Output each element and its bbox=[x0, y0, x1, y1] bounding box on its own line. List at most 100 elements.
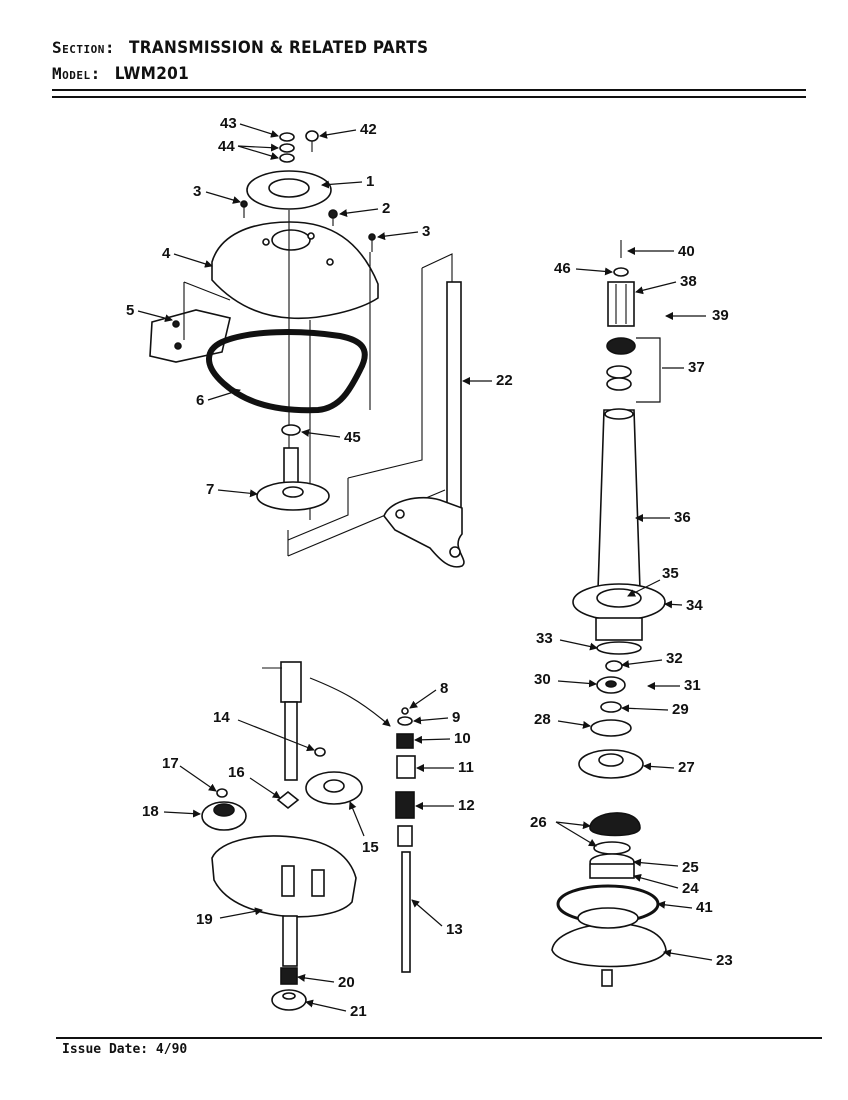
callout-16: 16 bbox=[228, 764, 281, 799]
callout-8-label: 8 bbox=[440, 680, 448, 697]
tub-support-assembly-art bbox=[551, 240, 667, 987]
callout-18-label: 18 bbox=[142, 803, 159, 820]
callout-30-label: 30 bbox=[534, 671, 551, 688]
callout-2-label: 2 bbox=[382, 200, 390, 217]
callout-26-label: 26 bbox=[530, 814, 547, 831]
callout-21-label: 21 bbox=[350, 1003, 367, 1020]
issue-date: Issue Date: 4/90 bbox=[62, 1042, 188, 1057]
callout-46: 46 bbox=[554, 260, 613, 277]
callout-43-label: 43 bbox=[220, 115, 237, 132]
callout-3b-label: 3 bbox=[422, 223, 430, 240]
callout-12: 12 bbox=[415, 797, 475, 814]
callout-19-label: 19 bbox=[196, 911, 213, 928]
callout-24: 24 bbox=[633, 873, 699, 897]
callout-35: 35 bbox=[627, 565, 679, 597]
callout-45: 45 bbox=[301, 428, 361, 446]
callout-32-label: 32 bbox=[666, 650, 683, 667]
callout-39: 39 bbox=[665, 307, 729, 324]
callout-1: 1 bbox=[321, 173, 374, 190]
callout-44-label: 44 bbox=[218, 138, 235, 155]
header-rule-lower bbox=[52, 96, 806, 98]
callout-18: 18 bbox=[142, 803, 201, 820]
model-label: Model: bbox=[52, 64, 101, 83]
callout-10-label: 10 bbox=[454, 730, 471, 747]
callout-41-label: 41 bbox=[696, 899, 713, 916]
callout-16-label: 16 bbox=[228, 764, 245, 781]
callout-42: 42 bbox=[319, 121, 377, 139]
callout-17: 17 bbox=[162, 755, 217, 792]
callout-11: 11 bbox=[416, 759, 474, 776]
gearcase-assembly-art bbox=[201, 661, 416, 1011]
callout-20-label: 20 bbox=[338, 974, 355, 991]
callout-31: 31 bbox=[647, 677, 701, 694]
callout-14: 14 bbox=[213, 709, 315, 752]
callout-24-label: 24 bbox=[682, 880, 699, 897]
callout-34-label: 34 bbox=[686, 597, 703, 614]
callout-44: 44 bbox=[218, 138, 279, 160]
callout-42-label: 42 bbox=[360, 121, 377, 138]
model-row: Model:LWM201 bbox=[52, 64, 189, 84]
callout-4: 4 bbox=[162, 245, 213, 268]
callout-32: 32 bbox=[621, 650, 683, 669]
callout-1-label: 1 bbox=[366, 173, 374, 190]
cover-assembly-art bbox=[149, 130, 465, 568]
callout-13: 13 bbox=[411, 899, 463, 938]
header-rule-upper bbox=[52, 89, 806, 91]
callout-37: 37 bbox=[662, 359, 705, 376]
callout-11-label: 11 bbox=[458, 759, 474, 776]
callout-15-label: 15 bbox=[362, 839, 379, 856]
callout-7-label: 7 bbox=[206, 481, 214, 498]
callout-36-label: 36 bbox=[674, 509, 691, 526]
callout-28-label: 28 bbox=[534, 711, 551, 728]
callout-31-label: 31 bbox=[684, 677, 701, 694]
section-title: TRANSMISSION & RELATED PARTS bbox=[129, 38, 429, 58]
callout-10: 10 bbox=[414, 730, 471, 747]
footer-rule bbox=[56, 1037, 822, 1039]
callout-15: 15 bbox=[348, 801, 379, 856]
callout-23: 23 bbox=[663, 949, 733, 969]
callout-27: 27 bbox=[643, 759, 695, 776]
callout-28: 28 bbox=[534, 711, 591, 729]
callout-17-label: 17 bbox=[162, 755, 179, 772]
callout-46-label: 46 bbox=[554, 260, 571, 277]
callout-21: 21 bbox=[305, 999, 367, 1020]
callout-25-label: 25 bbox=[682, 859, 699, 876]
callout-40-label: 40 bbox=[678, 243, 695, 260]
callout-5: 5 bbox=[126, 302, 173, 323]
callout-13-label: 13 bbox=[446, 921, 463, 938]
callout-33: 33 bbox=[536, 630, 598, 651]
callout-3b: 3 bbox=[377, 223, 430, 241]
part-callouts: 43 44 42 1 3 2 3 4 5 22 6 45 7 40 46 38 … bbox=[126, 115, 733, 1020]
callout-41: 41 bbox=[657, 899, 713, 916]
callout-22: 22 bbox=[462, 372, 513, 389]
callout-12-label: 12 bbox=[458, 797, 475, 814]
callout-8: 8 bbox=[409, 680, 448, 709]
callout-3a: 3 bbox=[193, 183, 241, 204]
callout-26: 26 bbox=[530, 814, 597, 847]
callout-20: 20 bbox=[297, 974, 355, 991]
callout-34: 34 bbox=[664, 597, 703, 614]
callout-27-label: 27 bbox=[678, 759, 695, 776]
callout-29: 29 bbox=[621, 701, 689, 718]
callout-35-label: 35 bbox=[662, 565, 679, 582]
section-row: Section: TRANSMISSION & RELATED PARTS bbox=[52, 38, 428, 58]
callout-6-label: 6 bbox=[196, 392, 204, 409]
callout-7: 7 bbox=[206, 481, 258, 498]
callout-38: 38 bbox=[635, 273, 697, 295]
section-label: Section: bbox=[52, 38, 116, 57]
callout-43: 43 bbox=[220, 115, 279, 138]
callout-9-label: 9 bbox=[452, 709, 460, 726]
callout-33-label: 33 bbox=[536, 630, 553, 647]
callout-9: 9 bbox=[413, 709, 460, 726]
callout-19: 19 bbox=[196, 907, 263, 928]
callout-22-label: 22 bbox=[496, 372, 513, 389]
callout-23-label: 23 bbox=[716, 952, 733, 969]
callout-36: 36 bbox=[635, 509, 691, 526]
callout-3a-label: 3 bbox=[193, 183, 201, 200]
callout-2: 2 bbox=[339, 200, 390, 218]
callout-29-label: 29 bbox=[672, 701, 689, 718]
callout-30: 30 bbox=[534, 671, 597, 688]
callout-6: 6 bbox=[196, 388, 241, 409]
